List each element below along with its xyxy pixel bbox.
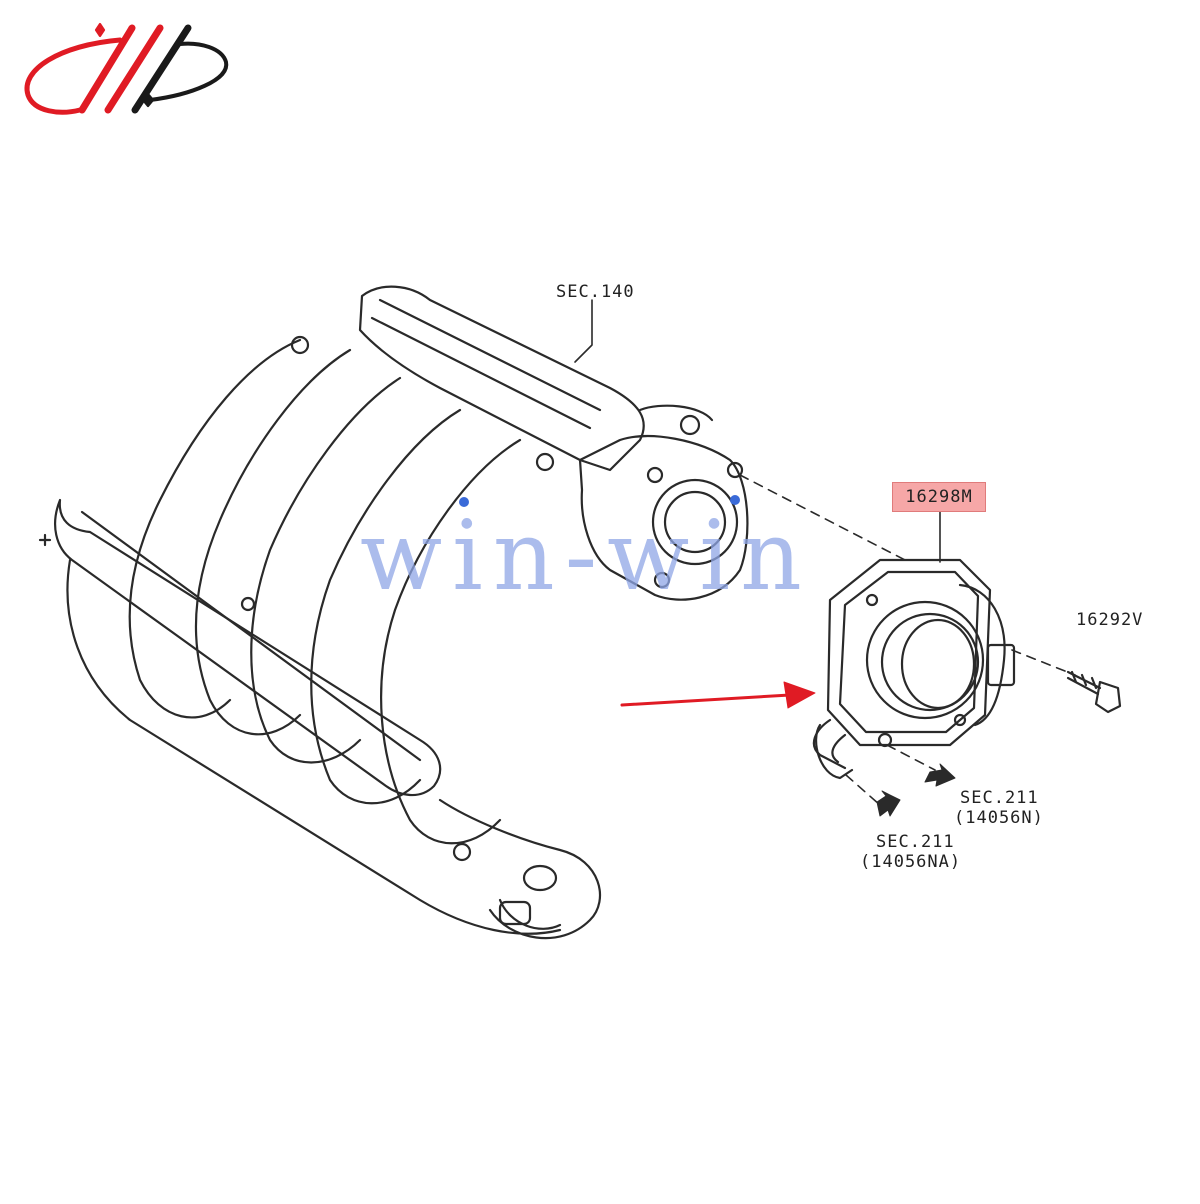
callout-lines — [574, 299, 941, 563]
callout-16292v: 16292V — [1076, 610, 1144, 630]
callout-sec211-a: SEC.211 — [960, 788, 1039, 808]
throttle-body-icon — [812, 558, 1016, 780]
leader-lines — [739, 474, 1076, 806]
direction-arrow-icon — [876, 763, 956, 817]
intake-manifold-icon — [38, 285, 749, 940]
brand-logo-icon — [24, 22, 229, 115]
callout-sec211-a-sub: (14056N) — [954, 808, 1044, 828]
watermark-dots — [459, 495, 740, 507]
callout-sec211-b: SEC.211 — [876, 832, 955, 852]
callout-sec211-b-sub: (14056NA) — [860, 852, 962, 872]
callout-16298m[interactable]: 16298M — [892, 482, 986, 512]
pointer-arrow-icon — [620, 681, 816, 709]
callout-sec140: SEC.140 — [556, 282, 635, 302]
watermark-text: win-win — [360, 500, 812, 612]
bolt-icon — [1066, 670, 1122, 714]
